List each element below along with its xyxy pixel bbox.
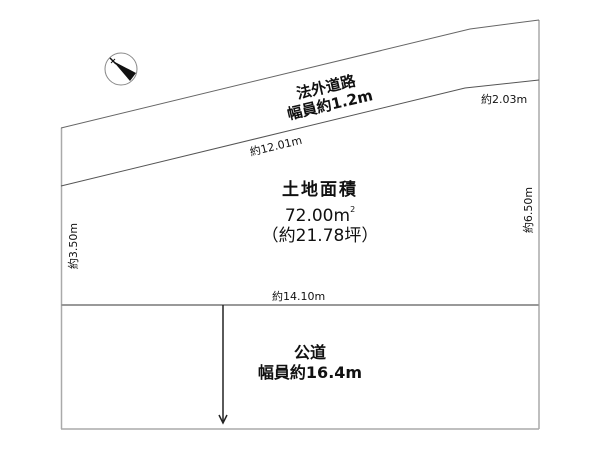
bottom-edge-dimension: 約14.10m (272, 290, 326, 303)
public-road-name: 公道 (293, 343, 326, 362)
private-road-top-line (60, 19, 540, 129)
land-area-block: 土地面積 72.00m2 （約21.78坪） (250, 180, 390, 246)
road-width-arrowhead (218, 414, 228, 425)
plot-top-boundary (60, 79, 540, 187)
public-road-label: 公道 幅員約16.4m (240, 343, 380, 383)
public-road-width: 幅員約16.4m (257, 363, 363, 382)
top-right-edge-dimension: 約2.03m (481, 93, 528, 106)
land-area-sqm: 72.00m2 (284, 205, 356, 226)
left-edge-dimension: 約3.50m (67, 222, 80, 270)
compass (103, 51, 139, 87)
north-arrow-icon (104, 52, 138, 86)
land-area-title: 土地面積 (282, 180, 358, 200)
right-edge-dimension: 約6.50m (522, 186, 535, 234)
land-area-tsubo: （約21.78坪） (261, 226, 379, 246)
